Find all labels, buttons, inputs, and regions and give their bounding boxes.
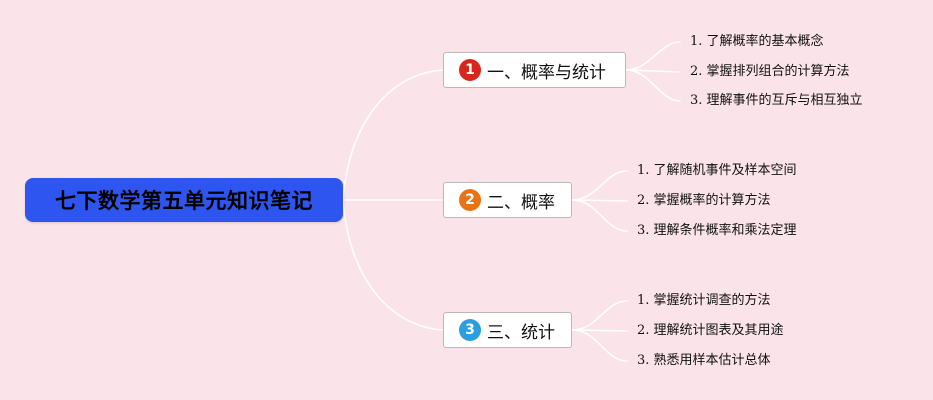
branch-label: 二、概率 — [487, 192, 555, 213]
root-topic[interactable]: 七下数学第五单元知识笔记 — [25, 178, 343, 222]
number-badge-icon: 1 — [459, 59, 481, 81]
leaf-topic[interactable]: 2. 掌握排列组合的计算方法 — [690, 64, 850, 79]
number-badge-icon: 2 — [459, 189, 481, 211]
branch-label: 三、统计 — [487, 322, 555, 343]
leaf-topic[interactable]: 3. 理解条件概率和乘法定理 — [637, 223, 797, 238]
branch-topic-3[interactable]: 3 三、统计 — [443, 312, 572, 348]
leaf-topic[interactable]: 1. 了解随机事件及样本空间 — [637, 163, 797, 178]
connector-branch-3-leaf-2 — [571, 329, 628, 332]
leaf-topic[interactable]: 2. 掌握概率的计算方法 — [637, 193, 771, 208]
connector-branch-1-leaf-1 — [625, 41, 681, 71]
branch-topic-2[interactable]: 2 二、概率 — [443, 182, 572, 218]
connector-branch-3-leaf-3 — [571, 329, 628, 362]
connector-branch-3-leaf-1 — [571, 300, 628, 331]
number-badge-icon: 3 — [459, 319, 481, 341]
leaf-topic[interactable]: 1. 掌握统计调查的方法 — [637, 293, 771, 308]
connector-root-branch-1 — [342, 69, 444, 201]
leaf-topic[interactable]: 1. 了解概率的基本概念 — [690, 34, 824, 49]
connector-branch-2-leaf-2 — [571, 199, 628, 202]
branch-label: 一、概率与统计 — [487, 62, 606, 83]
leaf-topic[interactable]: 2. 理解统计图表及其用途 — [637, 323, 784, 338]
leaf-topic[interactable]: 3. 理解事件的互斥与相互独立 — [690, 93, 863, 108]
branch-topic-1[interactable]: 1 一、概率与统计 — [443, 52, 626, 88]
leaf-topic[interactable]: 3. 熟悉用样本估计总体 — [637, 353, 771, 368]
connector-branch-1-leaf-3 — [625, 69, 681, 102]
connector-root-branch-3 — [342, 199, 444, 331]
connector-branch-1-leaf-2 — [625, 69, 681, 73]
connector-branch-2-leaf-1 — [571, 170, 628, 201]
connector-branch-2-leaf-3 — [571, 199, 628, 232]
